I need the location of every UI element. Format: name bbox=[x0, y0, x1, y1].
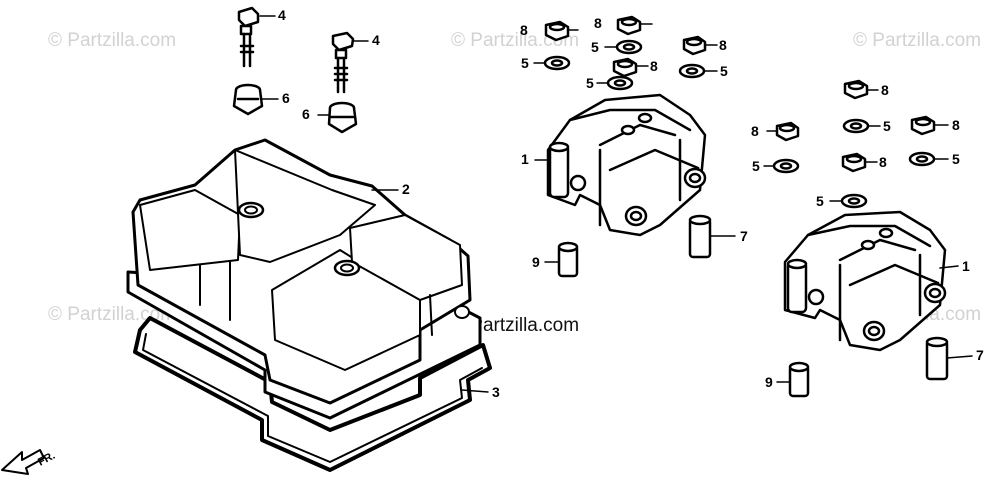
dowel-pin-9-upper bbox=[557, 241, 579, 278]
callout-5: 5 bbox=[720, 63, 728, 79]
callout-2: 2 bbox=[402, 181, 410, 197]
callout-5: 5 bbox=[816, 193, 824, 209]
callout-8: 8 bbox=[520, 22, 528, 38]
callout-1: 1 bbox=[962, 258, 970, 274]
callout-8: 8 bbox=[594, 15, 602, 31]
watermark: © Partzilla.com bbox=[48, 304, 177, 325]
callout-5: 5 bbox=[521, 55, 529, 71]
callout-3: 3 bbox=[492, 384, 500, 400]
watermark: © Partzilla.com bbox=[48, 30, 177, 51]
front-direction-arrow bbox=[1, 449, 45, 475]
watermark: © Partzilla.com bbox=[853, 30, 982, 51]
callout-7: 7 bbox=[976, 347, 984, 363]
dowel-pin-9-lower bbox=[788, 361, 810, 398]
callout-8: 8 bbox=[952, 117, 960, 133]
callout-4: 4 bbox=[372, 32, 380, 48]
dowel-pin-7-upper bbox=[688, 214, 712, 259]
callout-5: 5 bbox=[883, 118, 891, 134]
callout-5: 5 bbox=[591, 39, 599, 55]
callout-6: 6 bbox=[302, 106, 310, 122]
cylinder-head-cover bbox=[126, 138, 482, 420]
nuts-8 bbox=[544, 15, 936, 173]
leader-lines bbox=[259, 15, 973, 393]
washers-5 bbox=[543, 39, 936, 209]
seal-washer-right bbox=[327, 101, 358, 134]
callout-6: 6 bbox=[282, 90, 290, 106]
callout-9: 9 bbox=[532, 254, 540, 270]
callout-9: 9 bbox=[765, 374, 773, 390]
callout-8: 8 bbox=[881, 82, 889, 98]
callout-5: 5 bbox=[752, 158, 760, 174]
bolt-left bbox=[237, 6, 260, 68]
rocker-arm-holder-lower bbox=[783, 210, 947, 352]
seal-washer-left bbox=[232, 83, 264, 116]
callout-1: 1 bbox=[521, 151, 529, 167]
callout-8: 8 bbox=[879, 154, 887, 170]
callout-8: 8 bbox=[650, 58, 658, 74]
callout-5: 5 bbox=[952, 151, 960, 167]
callout-8: 8 bbox=[751, 123, 759, 139]
callout-8: 8 bbox=[719, 37, 727, 53]
watermark-center: © Partzilla.com bbox=[451, 315, 580, 336]
dowel-pin-7-lower bbox=[925, 336, 949, 381]
rocker-arm-holder-upper bbox=[546, 93, 707, 237]
bolt-right bbox=[331, 31, 355, 94]
callout-7: 7 bbox=[740, 228, 748, 244]
callout-5: 5 bbox=[586, 75, 594, 91]
callout-4: 4 bbox=[278, 7, 286, 23]
